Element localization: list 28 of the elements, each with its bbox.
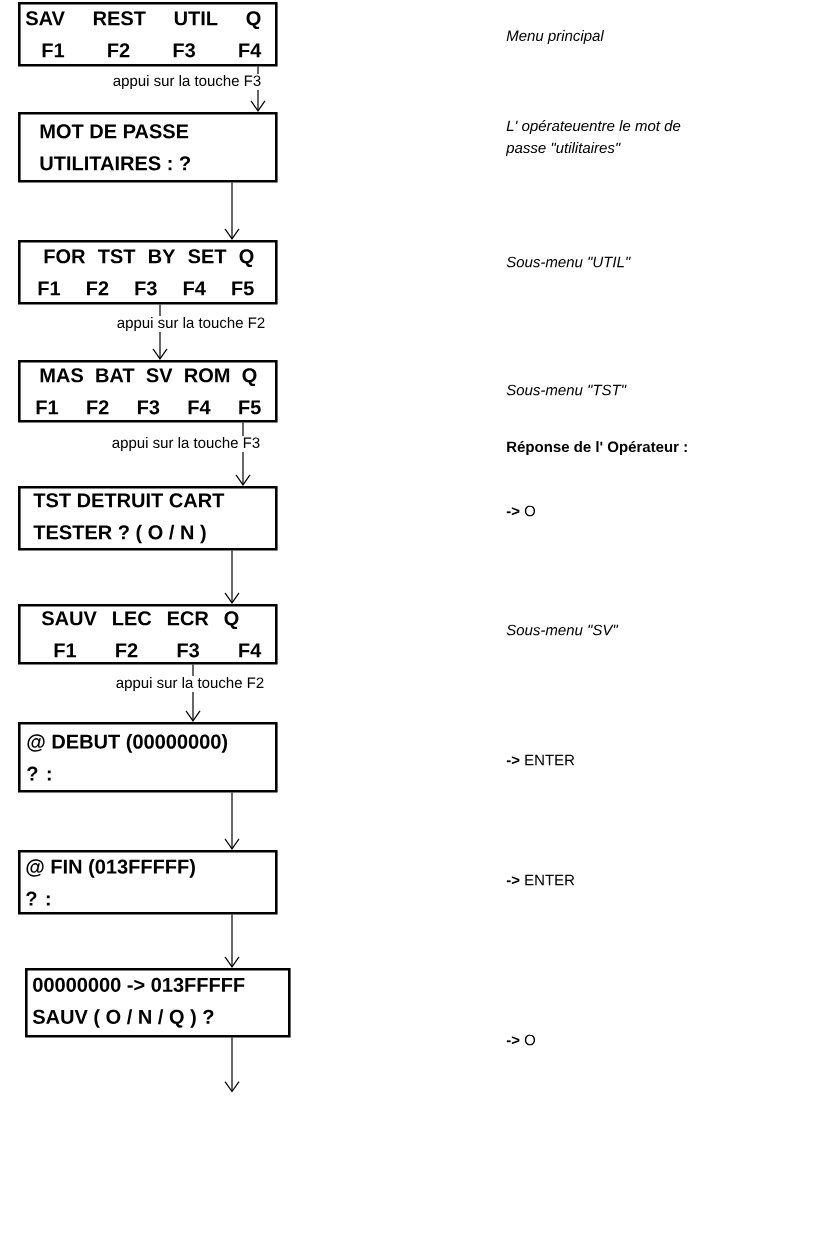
- display-box: TST DETRUIT CART TESTER ? ( O / N ): [18, 486, 278, 551]
- display-box: @ FIN (013FFFFF) ? :: [18, 850, 278, 915]
- arrow: [224, 914, 240, 968]
- display-box: SAUV LEC ECR Q F1 F2 F3 F4: [18, 604, 278, 665]
- edge-label: appui sur la touche F3: [111, 74, 263, 90]
- response-text: -> ENTER: [506, 874, 575, 886]
- edge-label: appui sur la touche F2: [114, 676, 266, 692]
- annotation-text: Sous-menu "SV": [506, 624, 619, 636]
- arrow: [224, 792, 240, 850]
- edge-label: appui sur la touche F2: [115, 316, 267, 332]
- annotation-text: Sous-menu "UTIL": [506, 256, 631, 268]
- annotation-text: Sous-menu "TST": [506, 384, 627, 396]
- display-box: FOR TST BY SET Q F1 F2 F3 F4 F5: [18, 240, 278, 305]
- response-text: -> ENTER: [506, 754, 575, 766]
- display-box: @ DEBUT (00000000) ? :: [18, 722, 278, 793]
- display-box: SAV REST UTIL Q F1 F2 F3 F4: [18, 2, 278, 67]
- annotation-text: Menu principal: [506, 30, 605, 44]
- arrow: [224, 550, 240, 604]
- arrow: [224, 1037, 240, 1093]
- display-box: MAS BAT SV ROM Q F1 F2 F3 F4 F5: [18, 360, 278, 423]
- response-text: -> O: [506, 1034, 536, 1046]
- edge-label: appui sur la touche F3: [110, 436, 262, 452]
- annotation-text: L' opérateuentre le mot de passe "utilitaires": [505, 119, 681, 157]
- heading-text: Réponse de l' Opérateur :: [507, 440, 687, 456]
- response-text: -> O: [506, 505, 536, 517]
- display-box: MOT DE PASSE UTILITAIRES : ?: [18, 112, 278, 183]
- arrow: [224, 182, 240, 240]
- display-box: 00000000 -> 013FFFFF SAUV ( O / N / Q ) ?: [25, 968, 291, 1038]
